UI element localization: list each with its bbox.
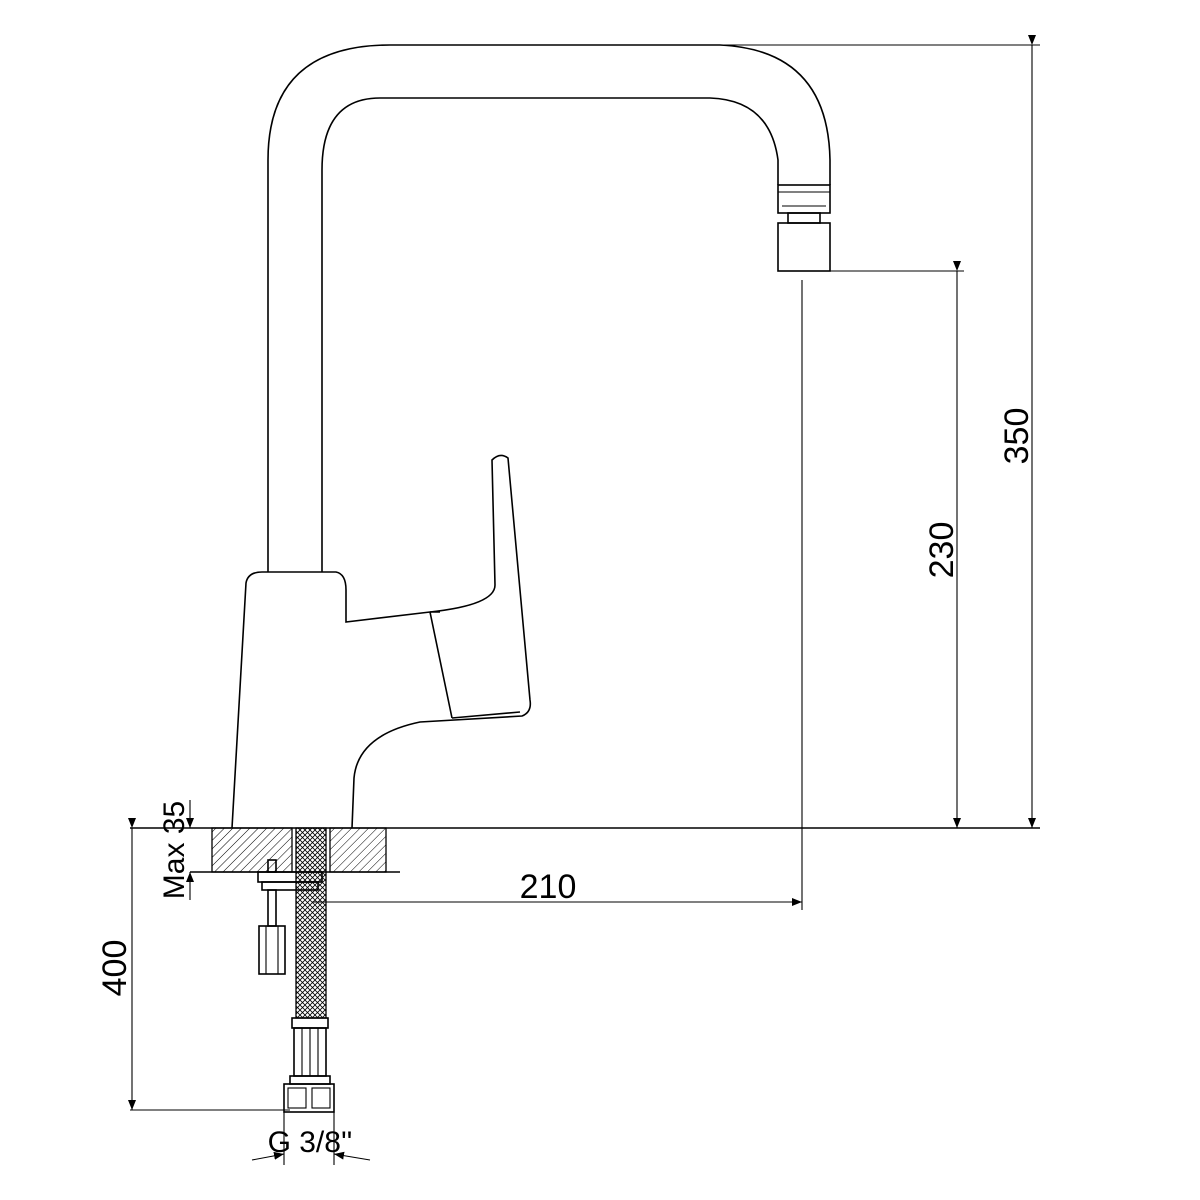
faucet-spout <box>267 44 831 572</box>
faucet-body <box>231 454 532 829</box>
dim-label-thread-size: G 3/8'' <box>268 1126 353 1159</box>
aerator-ring <box>777 184 831 214</box>
deck-section <box>130 827 1040 873</box>
dimension-hose-length: 400 <box>96 818 290 1111</box>
hose-nut <box>283 1083 335 1113</box>
dimension-spout-reach: 210 <box>312 280 803 910</box>
dimension-deck-thickness: Max 35 <box>158 800 212 900</box>
dimension-total-height: 350 <box>720 35 1040 828</box>
dim-label-deck-thickness: Max 35 <box>158 801 191 899</box>
fixing-nut <box>258 925 286 975</box>
aerator-body <box>777 222 831 272</box>
dim-label-hose-length: 400 <box>96 940 134 997</box>
dimension-thread-size: G 3/8'' <box>251 1112 371 1165</box>
supply-hose <box>257 827 335 1113</box>
dimension-spout-height: 230 <box>830 261 964 828</box>
dim-label-spout-height: 230 <box>923 522 961 579</box>
dim-label-total-height: 350 <box>998 408 1036 465</box>
dim-label-spout-reach: 210 <box>520 868 577 906</box>
